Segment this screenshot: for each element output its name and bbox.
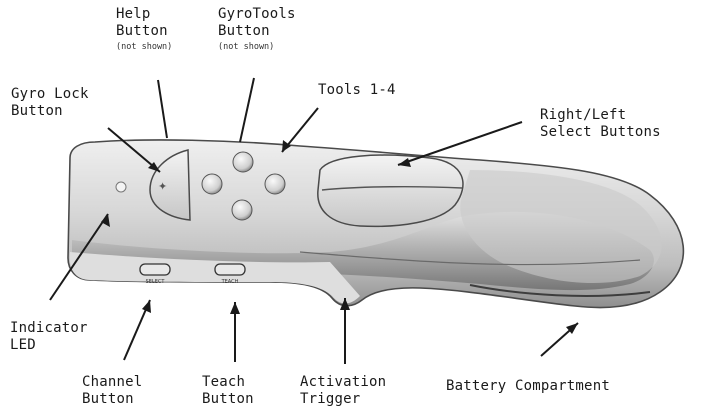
label-indicator-led: Indicator LED [10, 320, 88, 354]
label-tools-line1: Tools 1-4 [318, 82, 396, 99]
select-buttons[interactable] [318, 155, 463, 226]
label-channel-button: Channel Button [82, 374, 142, 408]
leader-gyrotools [240, 78, 254, 142]
label-select-line1: Right/Left [540, 107, 661, 124]
indicator-led [116, 182, 126, 192]
label-teach-button: Teach Button [202, 374, 254, 408]
label-teach-line1: Teach [202, 374, 254, 391]
tool-button-4[interactable] [232, 200, 252, 220]
label-activation-trigger: Activation Trigger [300, 374, 386, 408]
label-battery-line1: Battery Compartment [446, 378, 610, 395]
label-tools: Tools 1-4 [318, 82, 396, 99]
arrow-teach [230, 302, 240, 314]
label-gyrotools-line2: Button [218, 23, 296, 40]
label-led-line1: Indicator [10, 320, 88, 337]
label-channel-line2: Button [82, 391, 142, 408]
label-select-line2: Select Buttons [540, 124, 661, 141]
gyro-lock-icon: ✦ [158, 180, 167, 193]
label-channel-line1: Channel [82, 374, 142, 391]
label-led-line2: LED [10, 337, 88, 354]
label-gyro-lock-line2: Button [11, 103, 89, 120]
tool-button-3[interactable] [265, 174, 285, 194]
label-help-note: (not shown) [116, 42, 172, 52]
tool-button-2[interactable] [202, 174, 222, 194]
label-trigger-line1: Activation [300, 374, 386, 391]
label-gyro-lock-line1: Gyro Lock [11, 86, 89, 103]
label-gyro-lock-button: Gyro Lock Button [11, 86, 89, 120]
label-help-button: Help Button [116, 6, 168, 40]
label-gyrotools-note: (not shown) [218, 42, 274, 52]
label-gyrotools-line1: GyroTools [218, 6, 296, 23]
tool-button-1[interactable] [233, 152, 253, 172]
channel-marking: SELECT [146, 279, 166, 285]
label-battery-compartment: Battery Compartment [446, 378, 610, 395]
teach-button[interactable] [215, 264, 245, 275]
label-trigger-line2: Trigger [300, 391, 386, 408]
label-teach-line2: Button [202, 391, 254, 408]
arrow-channel [142, 300, 151, 313]
label-help-line2: Button [116, 23, 168, 40]
channel-button[interactable] [140, 264, 170, 275]
label-help-line1: Help [116, 6, 168, 23]
leader-help [158, 80, 167, 138]
label-select-buttons: Right/Left Select Buttons [540, 107, 661, 141]
label-gyrotools-button: GyroTools Button [218, 6, 296, 40]
teach-marking: TEACH [221, 279, 239, 285]
